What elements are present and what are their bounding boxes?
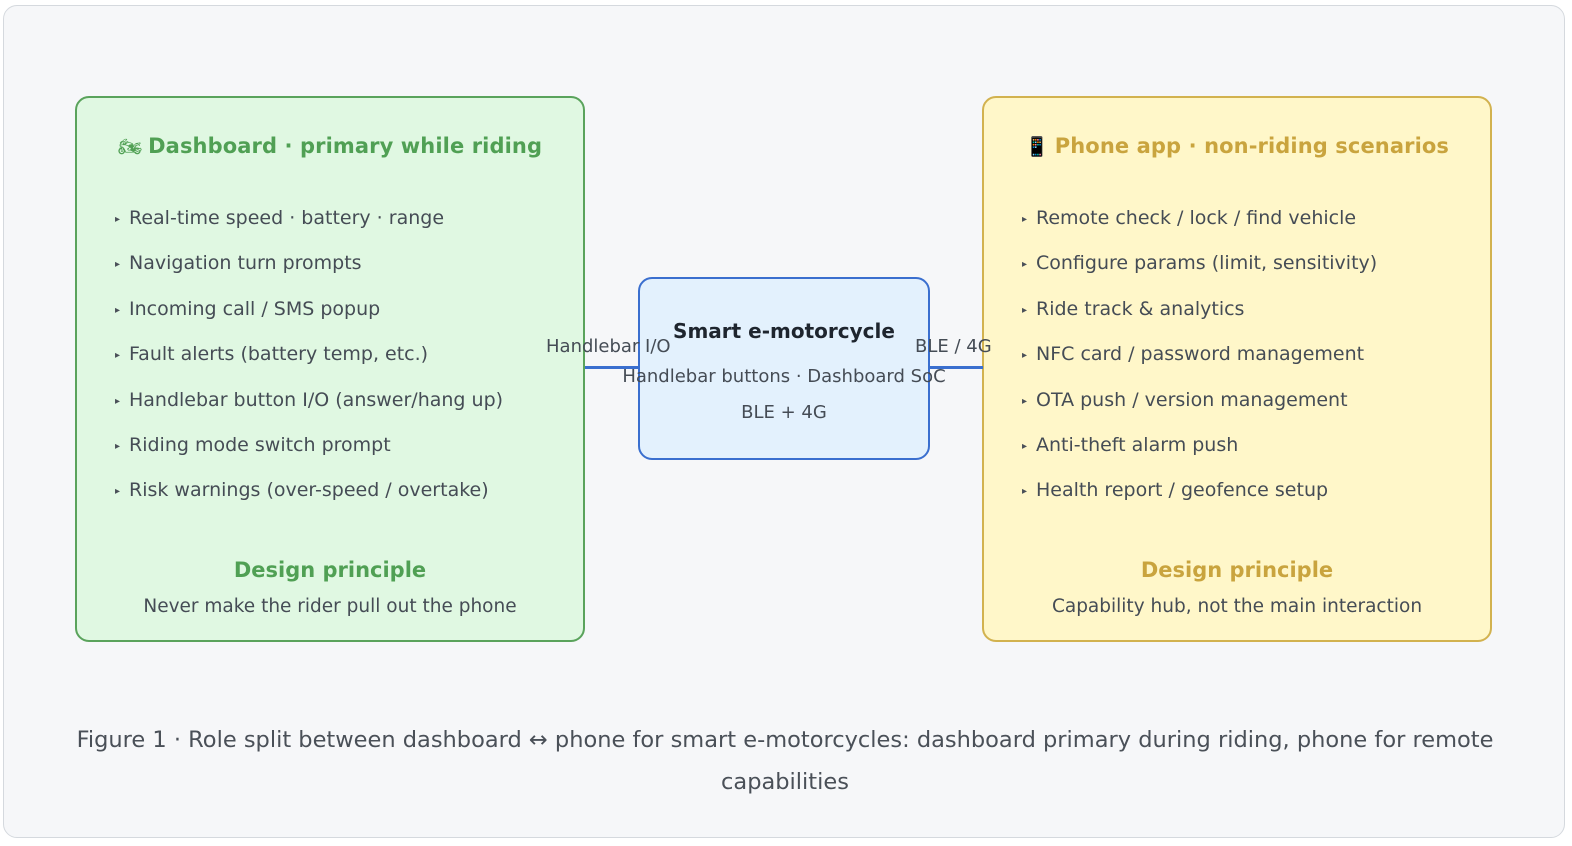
bullet-icon: ▸ xyxy=(1022,440,1028,452)
list-item-text: Health report / geofence setup xyxy=(1036,479,1329,502)
vehicle-node: Smart e-motorcycle Handlebar buttons · D… xyxy=(622,277,946,460)
list-item-text: OTA push / version management xyxy=(1036,388,1348,411)
left-edge-label: Handlebar I/O xyxy=(546,336,671,357)
list-item-text: Riding mode switch prompt xyxy=(129,433,391,456)
bullet-icon: ▸ xyxy=(1022,486,1028,498)
bullet-icon: ▸ xyxy=(1022,395,1028,407)
bullet-icon: ▸ xyxy=(115,486,121,498)
right-edge-label: BLE / 4G xyxy=(915,336,992,357)
list-item: ▸ Remote check / lock / find vehicle xyxy=(1022,205,1377,250)
dashboard-panel-title: 🏍Dashboard · primary while riding xyxy=(77,134,583,158)
list-item: ▸ Configure params (limit, sensitivity) xyxy=(1022,250,1377,295)
left-connector-line xyxy=(585,366,639,369)
list-item-text: Risk warnings (over-speed / overtake) xyxy=(129,479,489,502)
list-item: ▸ Handlebar button I/O (answer/hang up) xyxy=(115,387,503,432)
list-item-text: Remote check / lock / find vehicle xyxy=(1036,207,1357,229)
list-item-text: Handlebar button I/O (answer/hang up) xyxy=(129,388,504,411)
phone-feature-list: ▸ Remote check / lock / find vehicle ▸ Con… xyxy=(1022,205,1377,523)
vehicle-node-connectivity: BLE + 4G xyxy=(741,402,827,423)
right-connector-line xyxy=(929,366,983,369)
vehicle-node-title: Smart e-motorcycle xyxy=(673,319,895,343)
list-item: ▸ NFC card / password management xyxy=(1022,341,1377,386)
list-item: ▸ Fault alerts (battery temp, etc.) xyxy=(115,341,503,386)
list-item: ▸ Anti-theft alarm push xyxy=(1022,432,1377,477)
list-item: ▸ Riding mode switch prompt xyxy=(115,432,503,477)
list-item: ▸ Incoming call / SMS popup xyxy=(115,296,503,341)
list-item-text: Real-time speed · battery · range xyxy=(129,207,445,229)
list-item-text: Configure params (limit, sensitivity) xyxy=(1036,252,1378,275)
motorcycle-icon: 🏍 xyxy=(117,136,143,158)
bullet-icon: ▸ xyxy=(115,350,121,362)
list-item: ▸ Ride track & analytics xyxy=(1022,296,1377,341)
bullet-icon: ▸ xyxy=(115,304,121,316)
list-item-text: NFC card / password management xyxy=(1036,343,1365,366)
dashboard-principle-heading: Design principle xyxy=(233,558,427,582)
list-item: ▸ OTA push / version management xyxy=(1022,387,1377,432)
list-item-text: Navigation turn prompts xyxy=(129,252,362,275)
vehicle-node-subtitle: Handlebar buttons · Dashboard SoC xyxy=(622,366,946,387)
bullet-icon: ▸ xyxy=(1022,304,1028,316)
list-item-text: Fault alerts (battery temp, etc.) xyxy=(129,343,429,366)
bullet-icon: ▸ xyxy=(115,214,121,225)
phone-principle-heading: Design principle xyxy=(1140,558,1334,582)
figure-caption: Figure 1 · Role split between dashboard … xyxy=(76,727,1494,795)
list-item-text: Incoming call / SMS popup xyxy=(129,297,381,320)
mobile-phone-icon: 📱 xyxy=(1025,136,1049,158)
bullet-icon: ▸ xyxy=(115,440,121,452)
bullet-icon: ▸ xyxy=(1022,259,1028,271)
bullet-icon: ▸ xyxy=(1022,214,1028,225)
list-item-text: Ride track & analytics xyxy=(1036,297,1245,320)
phone-title-text: Phone app · non-riding scenarios xyxy=(1054,134,1449,158)
phone-panel: 📱Phone app · non-riding scenarios ▸ Remot… xyxy=(982,96,1492,642)
phone-principle-text: Capability hub, not the main interaction xyxy=(1051,596,1423,617)
list-item-text: Anti-theft alarm push xyxy=(1036,433,1239,456)
bullet-icon: ▸ xyxy=(1022,350,1028,362)
list-item: ▸ Risk warnings (over-speed / overtake) xyxy=(115,477,503,522)
dashboard-feature-list: ▸ Real-time speed · battery · range ▸ Navi… xyxy=(115,205,503,523)
list-item: ▸ Real-time speed · battery · range xyxy=(115,205,503,250)
list-item: ▸ Navigation turn prompts xyxy=(115,250,503,295)
phone-panel-title: 📱Phone app · non-riding scenarios xyxy=(984,134,1490,158)
list-item: ▸ Health report / geofence setup xyxy=(1022,477,1377,522)
bullet-icon: ▸ xyxy=(115,395,121,407)
dashboard-principle-text: Never make the rider pull out the phone xyxy=(143,596,517,617)
dashboard-title-text: Dashboard · primary while riding xyxy=(148,134,543,158)
dashboard-panel: 🏍Dashboard · primary while riding ▸ Real-… xyxy=(75,96,585,642)
bullet-icon: ▸ xyxy=(115,259,121,271)
